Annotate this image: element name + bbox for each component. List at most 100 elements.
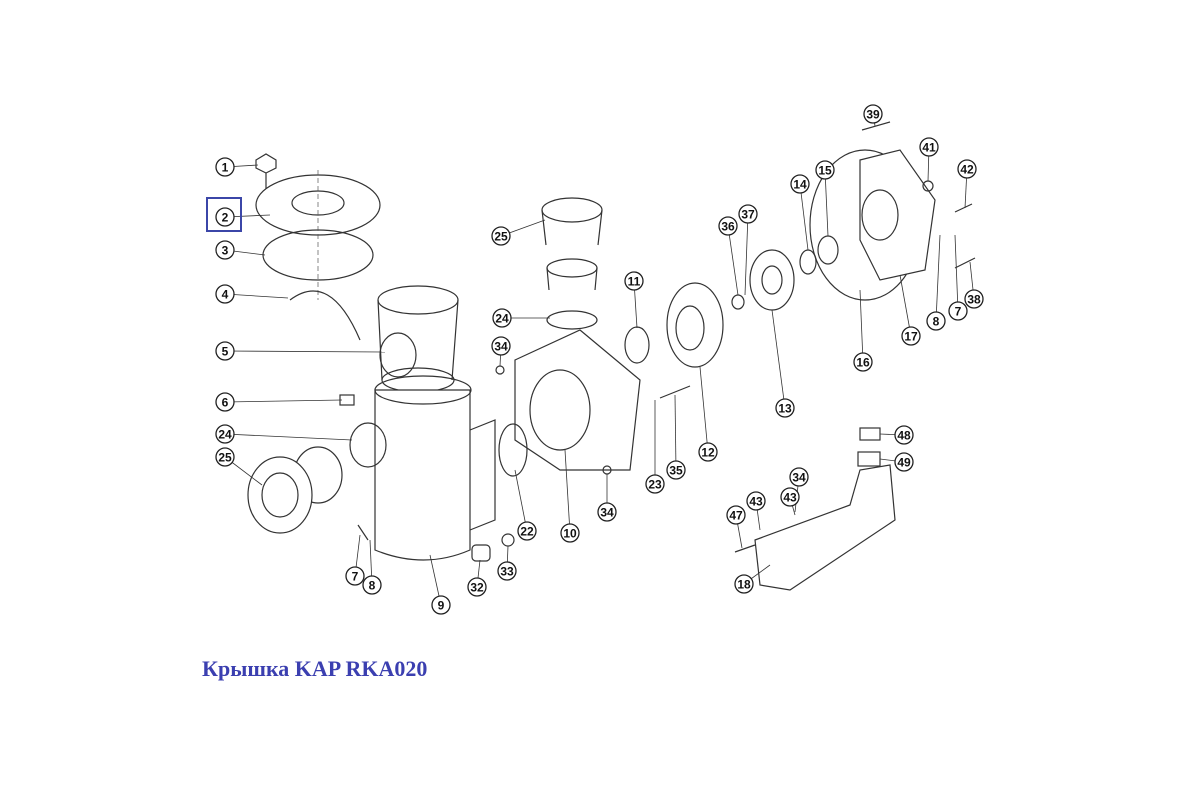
callout-part-32[interactable]: 32	[467, 577, 487, 597]
callout-number: 5	[222, 345, 229, 359]
pump-parts-drawing	[247, 121, 976, 591]
callout-number: 2	[222, 211, 229, 225]
callout-circle	[497, 561, 517, 581]
callout-part-47[interactable]: 47	[726, 505, 746, 525]
callout-part-15[interactable]: 15	[815, 160, 835, 180]
callout-part-36[interactable]: 36	[718, 216, 738, 236]
callout-number: 23	[648, 478, 662, 492]
callout-part-34[interactable]: 34	[789, 467, 809, 487]
callout-part-24[interactable]: 24	[492, 308, 512, 328]
callout-number: 12	[701, 446, 715, 460]
callout-part-34[interactable]: 34	[491, 336, 511, 356]
callout-number: 34	[792, 471, 806, 485]
callout-number: 47	[729, 509, 743, 523]
callout-part-8[interactable]: 8	[926, 311, 946, 331]
callout-part-3[interactable]: 3	[215, 240, 235, 260]
callout-circle	[467, 577, 487, 597]
callout-number: 8	[369, 579, 376, 593]
callout-part-35[interactable]: 35	[666, 460, 686, 480]
callout-number: 15	[818, 164, 832, 178]
callout-part-33[interactable]: 33	[497, 561, 517, 581]
callout-circle	[560, 523, 580, 543]
callout-number: 24	[218, 428, 232, 442]
callout-number: 25	[218, 451, 232, 465]
callout-circle	[894, 425, 914, 445]
callout-part-25[interactable]: 25	[215, 447, 235, 467]
callout-part-13[interactable]: 13	[775, 398, 795, 418]
leader-line	[699, 366, 709, 453]
callout-circle	[215, 240, 235, 260]
callout-part-16[interactable]: 16	[853, 352, 873, 372]
callout-circle	[492, 308, 512, 328]
callout-part-14[interactable]: 14	[790, 174, 810, 194]
callout-part-10[interactable]: 10	[560, 523, 580, 543]
diagram-caption: Крышка KAP RKA020	[202, 656, 428, 681]
callout-number: 13	[778, 402, 792, 416]
callout-number: 11	[628, 275, 641, 289]
callout-part-7[interactable]: 7	[948, 301, 968, 321]
callout-part-1[interactable]: 1	[215, 157, 235, 177]
callout-part-11[interactable]: 11	[624, 271, 644, 291]
callout-number: 37	[741, 208, 755, 222]
callout-number: 49	[897, 456, 911, 470]
selected-part-highlight	[206, 197, 242, 232]
callout-number: 7	[352, 570, 359, 584]
callout-circle	[215, 392, 235, 412]
callout-part-39[interactable]: 39	[863, 104, 883, 124]
callout-part-43[interactable]: 43	[746, 491, 766, 511]
leader-line	[799, 183, 809, 251]
callout-number: 24	[495, 312, 509, 326]
callout-part-4[interactable]: 4	[215, 284, 235, 304]
callout-circle	[666, 460, 686, 480]
callout-circle	[746, 491, 766, 511]
callout-circle	[957, 159, 977, 179]
callout-circle	[491, 226, 511, 246]
callout-circle	[345, 566, 365, 586]
leader-line	[224, 293, 289, 299]
callout-part-34[interactable]: 34	[597, 502, 617, 522]
callout-part-7[interactable]: 7	[345, 566, 365, 586]
callout-number: 32	[470, 581, 484, 595]
callout-part-18[interactable]: 18	[734, 574, 754, 594]
callout-circle	[215, 157, 235, 177]
callout-part-48[interactable]: 48	[894, 425, 914, 445]
callout-circle	[215, 207, 235, 227]
leader-line	[727, 225, 739, 296]
callout-number: 33	[500, 565, 514, 579]
callout-part-43[interactable]: 43	[780, 487, 800, 507]
callout-number: 16	[856, 356, 870, 370]
callout-part-9[interactable]: 9	[431, 595, 451, 615]
callout-circle	[815, 160, 835, 180]
callout-number: 18	[737, 578, 751, 592]
callout-number: 42	[960, 163, 974, 177]
callout-part-5[interactable]: 5	[215, 341, 235, 361]
callout-part-12[interactable]: 12	[698, 442, 718, 462]
callout-number: 25	[494, 230, 508, 244]
callout-part-25[interactable]: 25	[491, 226, 511, 246]
leader-line	[824, 169, 829, 237]
callout-part-2[interactable]: 2	[215, 207, 235, 227]
callout-part-42[interactable]: 42	[957, 159, 977, 179]
callout-part-8[interactable]: 8	[362, 575, 382, 595]
callout-circle	[624, 271, 644, 291]
leader-line	[514, 469, 528, 532]
callout-part-41[interactable]: 41	[919, 137, 939, 157]
callout-part-17[interactable]: 17	[901, 326, 921, 346]
leader-line	[564, 449, 571, 534]
callout-part-23[interactable]: 23	[645, 474, 665, 494]
callout-part-37[interactable]: 37	[738, 204, 758, 224]
callout-part-6[interactable]: 6	[215, 392, 235, 412]
leader-line	[744, 213, 749, 296]
callout-number: 17	[904, 330, 918, 344]
callout-number: 35	[669, 464, 683, 478]
callout-number: 1	[222, 161, 229, 175]
callout-part-49[interactable]: 49	[894, 452, 914, 472]
callout-part-24[interactable]: 24	[215, 424, 235, 444]
callout-circle	[517, 521, 537, 541]
callout-part-38[interactable]: 38	[964, 289, 984, 309]
callout-circle	[775, 398, 795, 418]
callout-circle	[362, 575, 382, 595]
leader-line	[224, 350, 386, 353]
callout-part-22[interactable]: 22	[517, 521, 537, 541]
